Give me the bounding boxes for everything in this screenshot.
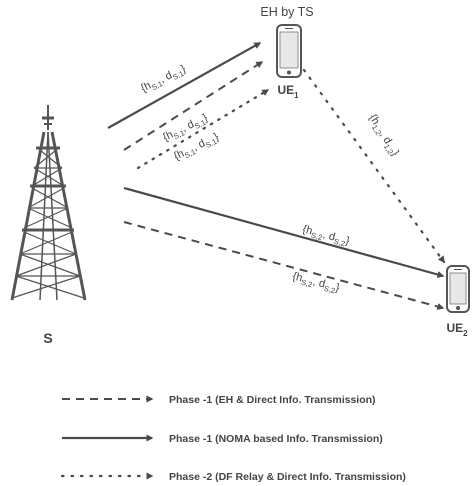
- label-s-ue2-solid: {hS,2, dS,2}: [301, 223, 352, 249]
- source-label: S: [43, 330, 52, 346]
- label-ue1-ue2-dotted: {h1,2, d1,2}: [365, 112, 402, 159]
- links: [107, 42, 446, 310]
- s-ue2-dashed-arrow: [123, 221, 445, 310]
- s-ue2-solid-arrow: [123, 186, 445, 278]
- s-ue1-dotted-arrow: [136, 88, 270, 170]
- ue1-ue2-dotted-arrow: [302, 68, 446, 264]
- ue2-label: UE2: [446, 321, 468, 338]
- label-s-ue1-dashed: {hS,1, dS,1}: [161, 112, 211, 146]
- ue2-phone-icon: [446, 265, 470, 313]
- s-ue1-solid-arrow: [107, 42, 262, 129]
- ue1-label: UE1: [277, 83, 299, 100]
- legend-solid-text: Phase -1 (NOMA based Info. Transmission): [169, 433, 383, 445]
- eh-caption: EH by TS: [260, 5, 313, 19]
- legend: [60, 395, 154, 480]
- legend-dotted-text: Phase -2 (DF Relay & Direct Info. Transm…: [169, 471, 406, 483]
- label-s-ue1-dotted: {hS,1, dS,1}: [172, 131, 222, 165]
- ue1-phone-icon: [276, 24, 302, 78]
- label-s-ue2-dashed: {hS,2, dS,2}: [291, 270, 342, 296]
- label-s-ue1-solid: {hS,1, dS,1}: [139, 63, 189, 97]
- legend-dashed-text: Phase -1 (EH & Direct Info. Transmission…: [169, 394, 376, 406]
- cell-tower-icon: [10, 105, 87, 301]
